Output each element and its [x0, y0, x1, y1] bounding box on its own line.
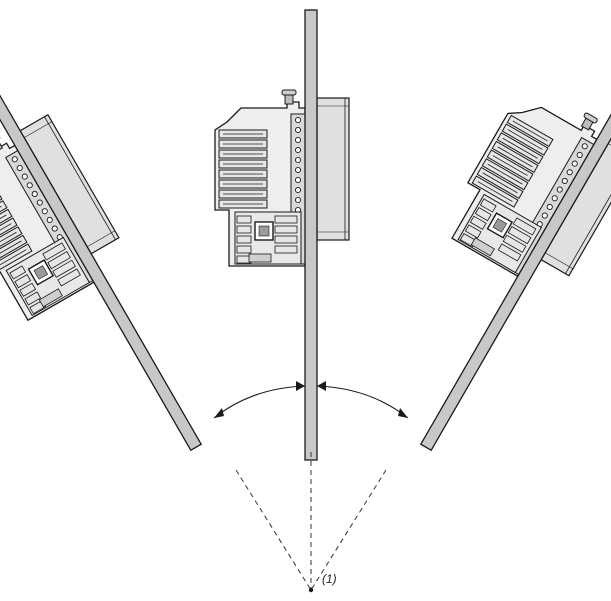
angle-arc-right: [316, 381, 409, 419]
guide-line-right: [310, 469, 387, 591]
guide-lines: [235, 452, 387, 591]
guide-line-left: [235, 469, 312, 591]
controller-left-tilted: [0, 39, 229, 496]
pivot-callout-label: (1): [322, 572, 337, 586]
controller-right-tilted: [343, 10, 611, 467]
controller-center-vertical: [215, 10, 349, 460]
pivot-point: [308, 587, 314, 593]
angle-arc-left: [213, 381, 306, 419]
